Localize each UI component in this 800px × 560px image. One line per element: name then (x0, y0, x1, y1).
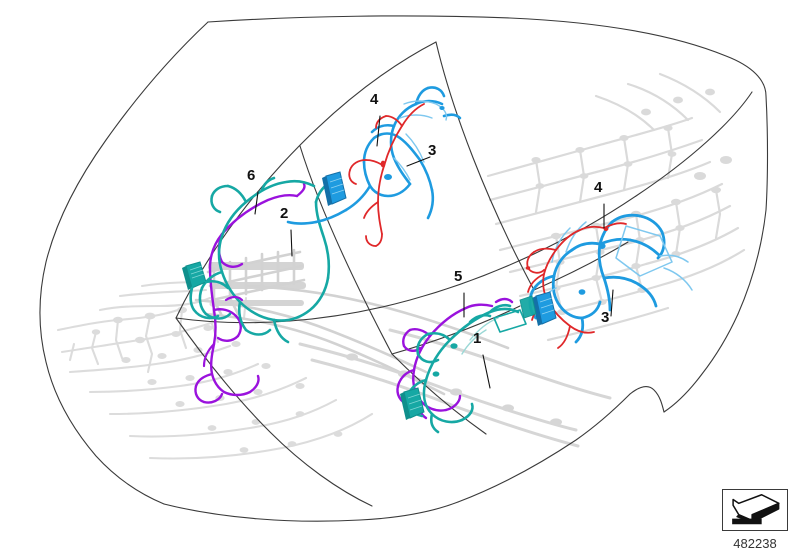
callout-label-4-right: 4 (594, 179, 603, 196)
callout-leader-lines (254, 115, 614, 389)
callout-label-6: 6 (247, 167, 256, 184)
direction-arrow-box (722, 489, 788, 531)
callout-label-3-right: 3 (601, 309, 610, 326)
connector-block-teal-floor (400, 387, 425, 420)
callout-label-2: 2 (280, 205, 289, 222)
part-id-label: 482238 (733, 536, 777, 551)
callout-label-1: 1 (473, 330, 482, 347)
callout-label-5: 5 (454, 268, 463, 285)
callout-label-3-center: 3 (428, 142, 437, 159)
connector-block-teal-rear (519, 295, 537, 319)
callout-label-4-center: 4 (370, 91, 379, 108)
connector-block-blue-rear (532, 291, 557, 326)
connector-block-blue-center (322, 171, 347, 206)
arrow-direction-icon (732, 494, 780, 525)
